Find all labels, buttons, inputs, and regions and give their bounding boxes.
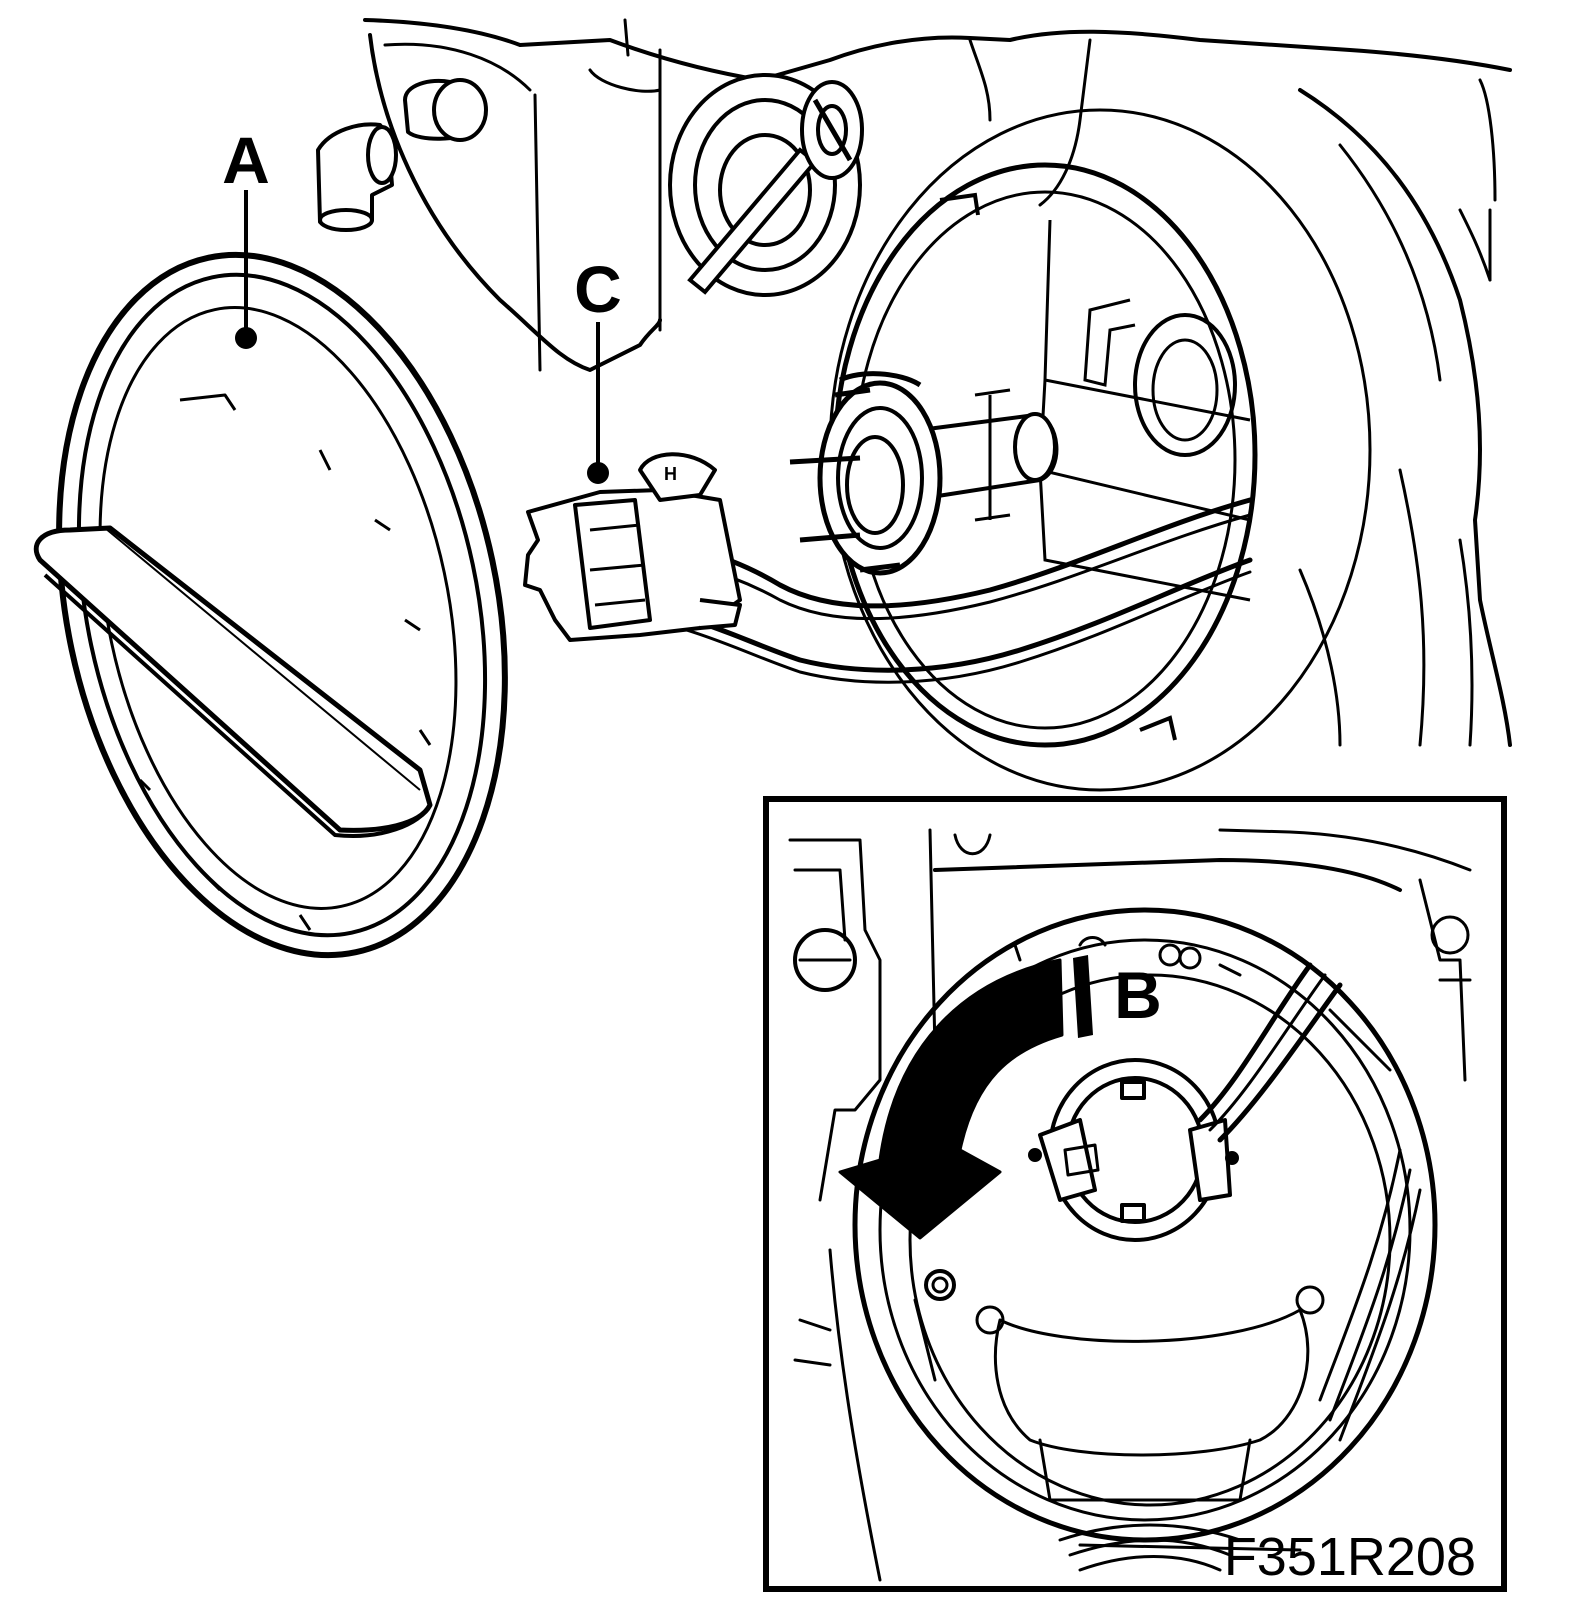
inset-bulb-socket [1028, 1058, 1239, 1242]
headlamp-bulb [789, 371, 1059, 576]
headlamp-housing [363, 18, 1512, 747]
inset-wire [1197, 962, 1343, 1143]
leader-dot-c [587, 462, 609, 484]
reflector-interior [1038, 219, 1251, 602]
label-a: A [222, 123, 270, 197]
label-c: C [574, 252, 622, 326]
label-b: B [1114, 958, 1162, 1032]
connector-h-marking: H [664, 464, 677, 484]
rotation-mark-b [1073, 955, 1093, 1038]
figure-code: F351R208 [1224, 1527, 1476, 1587]
leader-dot-a [235, 327, 257, 349]
leader-lines [235, 190, 609, 484]
adjuster-screw [668, 73, 864, 297]
headlamp-cover [33, 251, 508, 959]
rotation-arrow [838, 958, 1064, 1240]
vent-elbow-fitting [316, 78, 488, 232]
bulb-connector: H [523, 452, 742, 642]
inset-detail [763, 796, 1507, 1592]
